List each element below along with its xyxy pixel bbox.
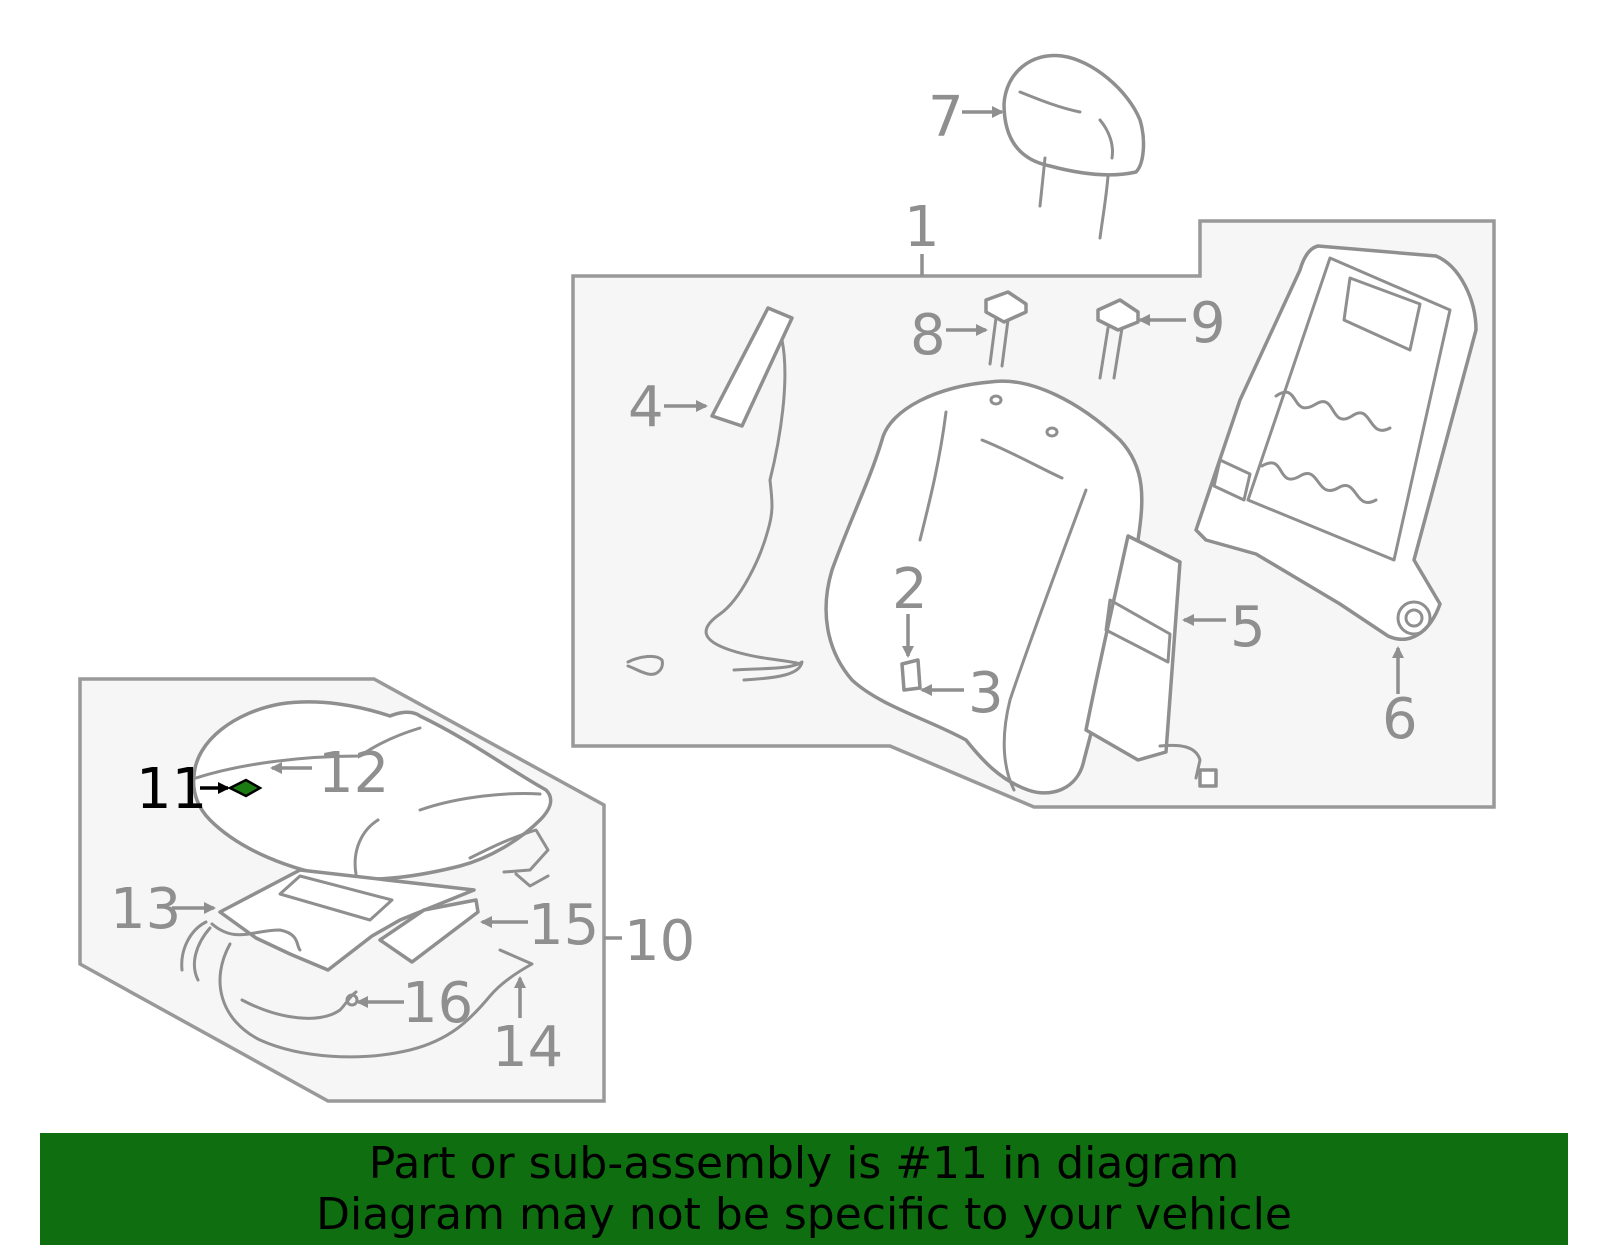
callout-5: 5: [1230, 595, 1266, 660]
callout-4: 4: [628, 375, 664, 440]
callout-7: 7: [928, 85, 964, 150]
callout-11[interactable]: 11: [136, 757, 207, 822]
callout-14: 14: [492, 1015, 563, 1080]
seat-heater-pad: [378, 898, 480, 964]
headrest-guide-8: [984, 290, 1028, 368]
callout-9: 9: [1190, 291, 1226, 356]
callout-1: 1: [904, 195, 940, 260]
callout-3: 3: [968, 661, 1004, 726]
seat-heater: [218, 868, 476, 972]
seat-back-board: [1084, 534, 1218, 788]
side-airbag: [626, 306, 804, 682]
callout-8: 8: [910, 303, 946, 368]
seat-back-pad: [824, 379, 1144, 795]
callout-12: 12: [318, 741, 389, 806]
info-banner: Part or sub-assembly is #11 in diagram D…: [40, 1133, 1568, 1245]
callout-15: 15: [528, 893, 599, 958]
highlighted-part-11[interactable]: [227, 778, 263, 798]
callout-13: 13: [110, 877, 181, 942]
callout-16: 16: [402, 971, 473, 1036]
banner-line-disclaimer: Diagram may not be specific to your vehi…: [316, 1189, 1292, 1240]
banner-line-part: Part or sub-assembly is #11 in diagram: [368, 1138, 1240, 1189]
callout-10: 10: [624, 909, 695, 974]
seat-cushion-cover: [191, 700, 553, 888]
callout-2: 2: [892, 557, 928, 622]
headrest: [1002, 53, 1146, 240]
seat-back-frame: [1194, 244, 1478, 641]
seat-cushion-pad: [193, 922, 534, 1059]
callout-6: 6: [1382, 687, 1418, 752]
